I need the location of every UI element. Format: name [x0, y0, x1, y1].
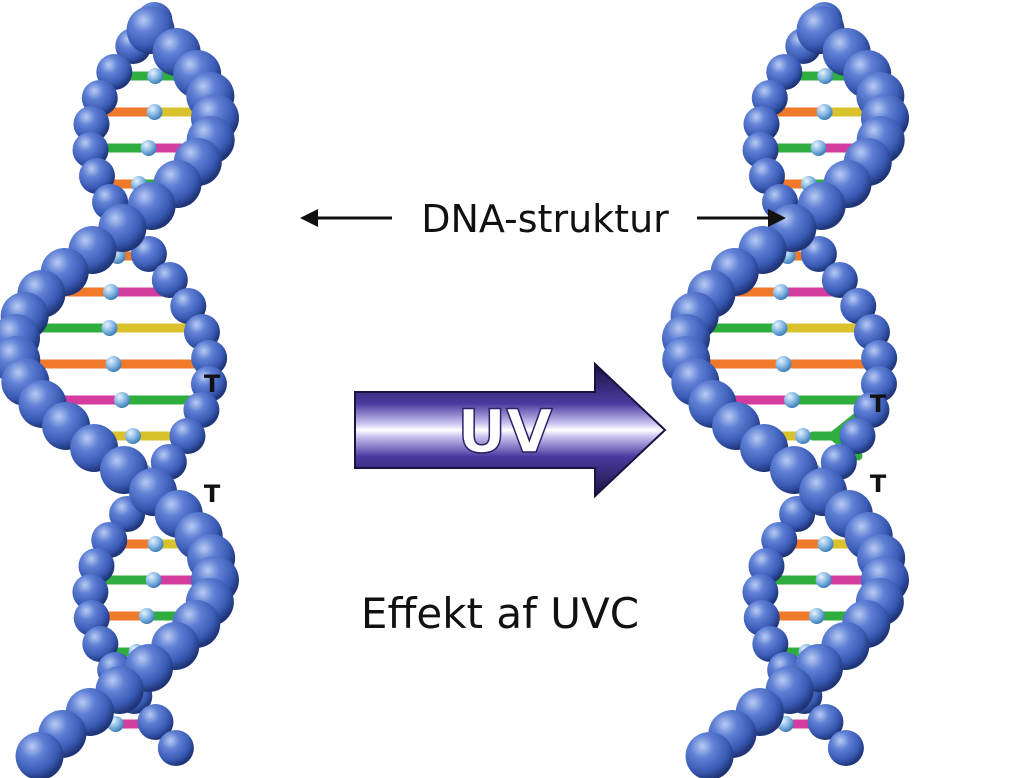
arrow-left-icon: [300, 209, 392, 227]
thymine-label-left-top: T: [204, 370, 221, 398]
thymine-label-right-bottom: T: [870, 470, 887, 498]
caption: Effekt af UVC: [361, 589, 639, 638]
dna-helix-icon: [0, 2, 239, 778]
uv-label: UV: [457, 397, 553, 467]
dna-structure-label: DNA-struktur: [421, 197, 669, 241]
thymine-label-right-top: T: [870, 390, 887, 418]
thymine-label-left-bottom: T: [204, 480, 221, 508]
uv-arrow-icon: UV: [354, 361, 667, 499]
dna-helix-damaged-icon: [662, 2, 909, 778]
arrow-right-icon: [697, 209, 786, 227]
